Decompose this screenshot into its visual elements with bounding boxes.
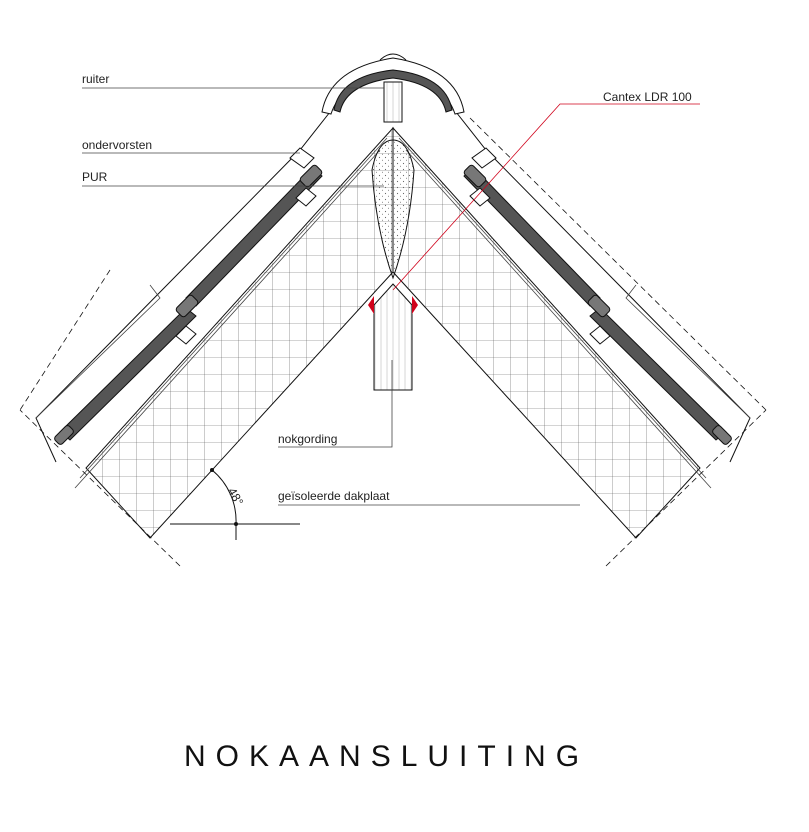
left-roof-tiles bbox=[19, 111, 331, 567]
sealant-right bbox=[412, 296, 418, 314]
right-roof-tiles bbox=[455, 111, 767, 567]
angle-indicator bbox=[170, 468, 300, 540]
cantex-leader bbox=[392, 103, 700, 291]
sealant-left bbox=[368, 296, 374, 314]
right-insulated-panel bbox=[392, 126, 712, 539]
pur-foam bbox=[371, 139, 415, 280]
ridge-purlin bbox=[368, 283, 418, 391]
ridge-batten bbox=[383, 81, 403, 123]
label-ruiter: ruiter bbox=[82, 72, 109, 86]
drawing-title: NOKAANSLUITING bbox=[184, 740, 589, 773]
label-pur: PUR bbox=[82, 170, 108, 184]
label-cantex: Cantex LDR 100 bbox=[603, 90, 692, 104]
label-ondervorsten: ondervorsten bbox=[82, 138, 152, 152]
ridge-cap bbox=[321, 53, 465, 115]
leaders bbox=[82, 87, 700, 506]
label-nokgording: nokgording bbox=[278, 432, 337, 446]
label-dakplaat: geïsoleerde dakplaat bbox=[278, 489, 390, 503]
